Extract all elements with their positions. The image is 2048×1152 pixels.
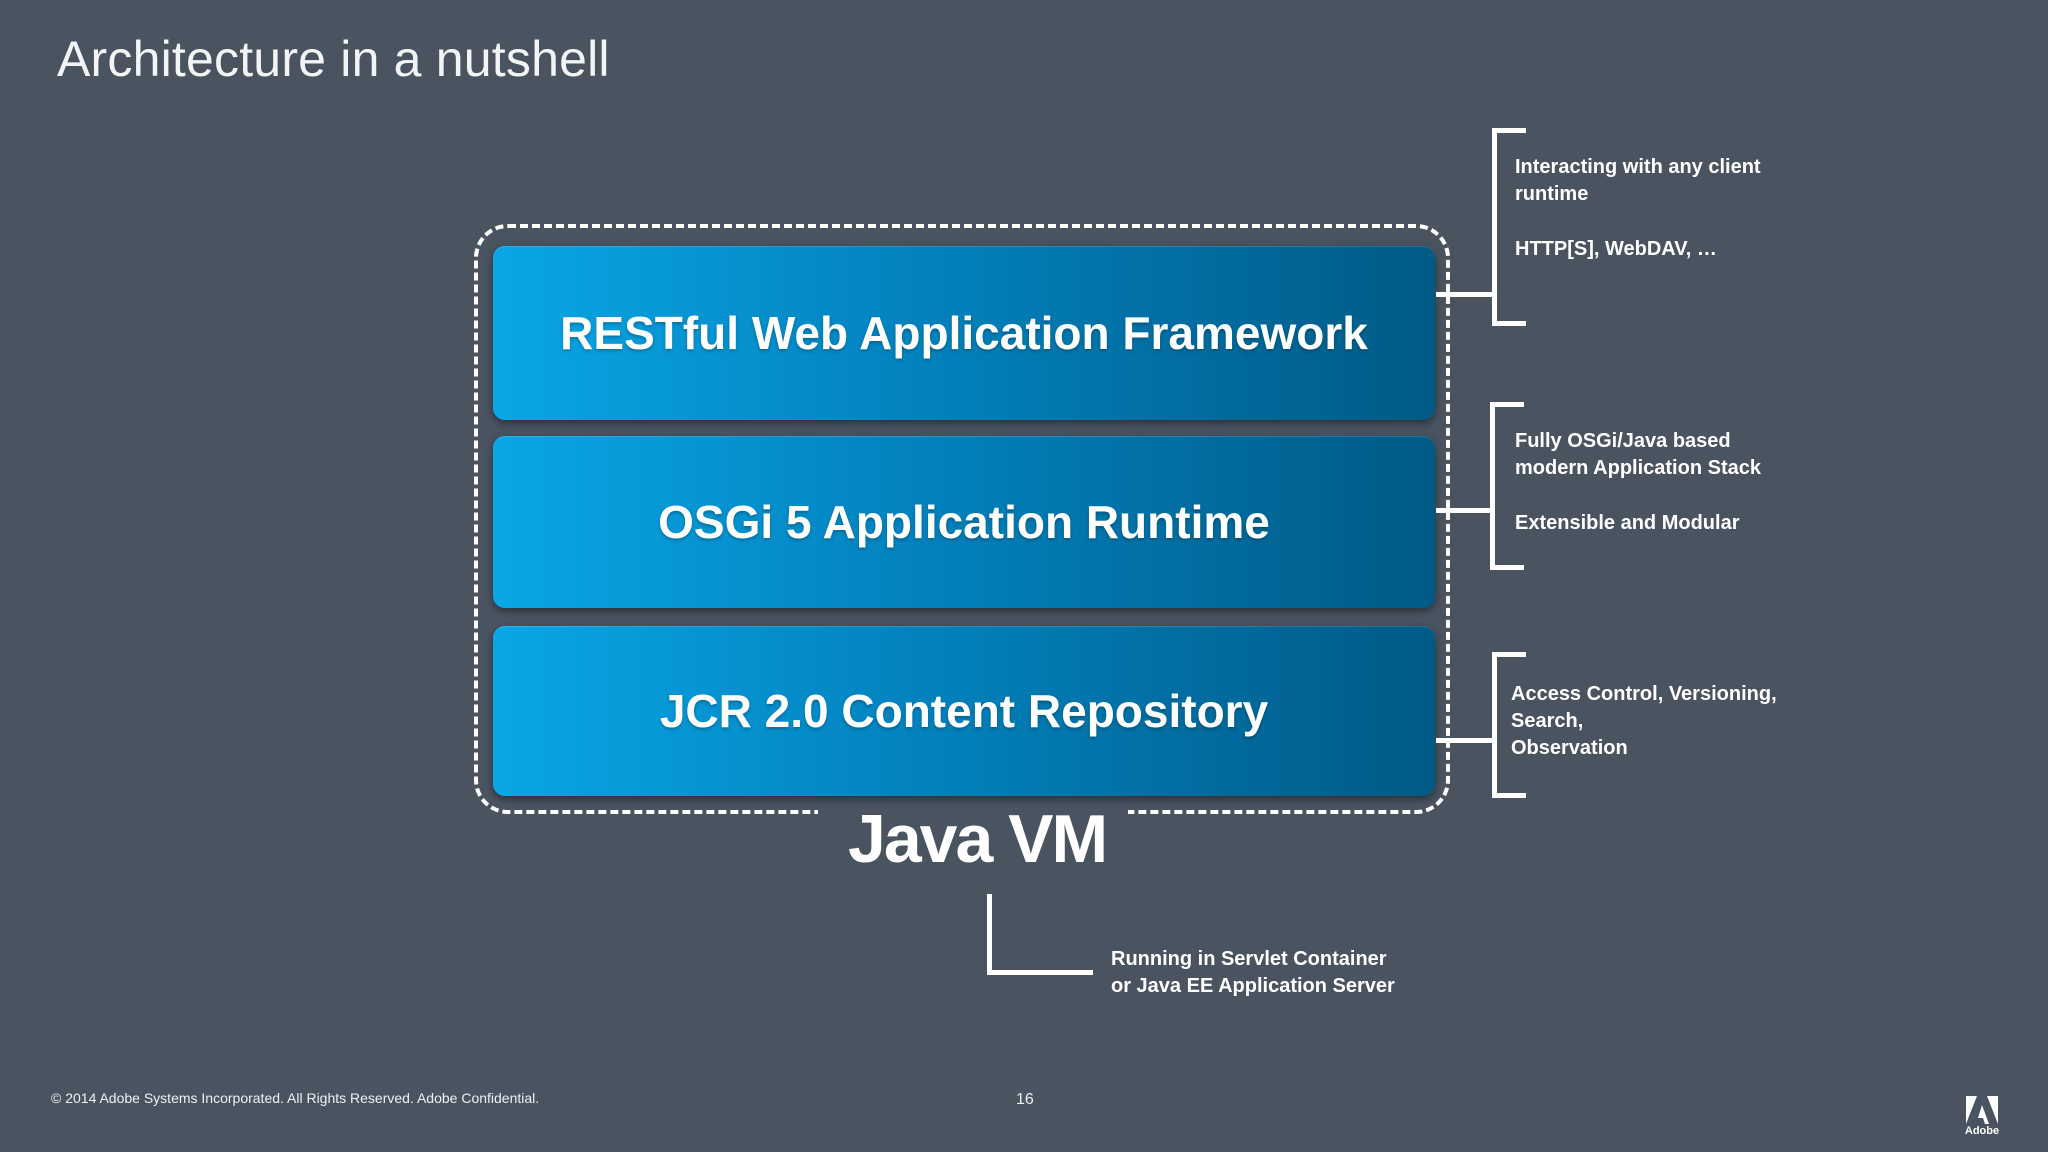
copyright-notice: © 2014 Adobe Systems Incorporated. All R… — [51, 1090, 540, 1106]
note-repository-line2: Search, — [1511, 710, 1584, 732]
note-jvm-line1: Running in Servlet Container — [1111, 948, 1387, 970]
slide-title: Architecture in a nutshell — [57, 31, 610, 87]
note-repository-line1: Access Control, Versioning, — [1511, 683, 1777, 705]
layer-osgi-runtime-label: OSGi 5 Application Runtime — [658, 496, 1270, 548]
bracket-jvm-vertical — [987, 894, 992, 974]
connector-repository — [1436, 738, 1494, 743]
adobe-logo-text: Adobe — [1964, 1125, 2000, 1137]
bracket-repository — [1492, 652, 1526, 798]
java-vm-boundary-gap — [818, 804, 1128, 828]
layer-jcr-repository: JCR 2.0 Content Repository — [493, 626, 1435, 796]
connector-framework — [1436, 292, 1494, 297]
page-number: 16 — [1016, 1091, 1034, 1108]
note-framework-line1: Interacting with any client — [1515, 156, 1761, 178]
layer-restful-framework: RESTful Web Application Framework — [493, 246, 1435, 420]
note-runtime-line1: Fully OSGi/Java based — [1515, 430, 1731, 452]
adobe-logo-icon — [1966, 1096, 1998, 1124]
note-jvm: Running in Servlet Container or Java EE … — [1111, 946, 1451, 1000]
adobe-logo: Adobe — [1962, 1096, 2002, 1142]
bracket-jvm-horizontal — [987, 970, 1093, 975]
note-repository-line3: Observation — [1511, 737, 1628, 759]
note-repository: Access Control, Versioning, Search, Obse… — [1511, 681, 1811, 762]
note-framework-line2: runtime — [1515, 183, 1589, 205]
bracket-runtime — [1490, 402, 1524, 570]
note-runtime: Fully OSGi/Java based modern Application… — [1515, 428, 1815, 537]
layer-osgi-runtime: OSGi 5 Application Runtime — [493, 436, 1435, 608]
layer-jcr-repository-label: JCR 2.0 Content Repository — [659, 685, 1269, 737]
note-framework: Interacting with any client runtime HTTP… — [1515, 154, 1805, 263]
connector-runtime — [1436, 508, 1492, 513]
bracket-framework — [1492, 128, 1526, 326]
note-jvm-line2: or Java EE Application Server — [1111, 975, 1395, 997]
java-vm-label: Java VM — [848, 801, 1108, 877]
note-runtime-line2: modern Application Stack — [1515, 457, 1761, 479]
note-runtime-line3: Extensible and Modular — [1515, 512, 1740, 534]
note-framework-line3: HTTP[S], WebDAV, … — [1515, 238, 1717, 260]
layer-restful-framework-label: RESTful Web Application Framework — [560, 307, 1368, 359]
